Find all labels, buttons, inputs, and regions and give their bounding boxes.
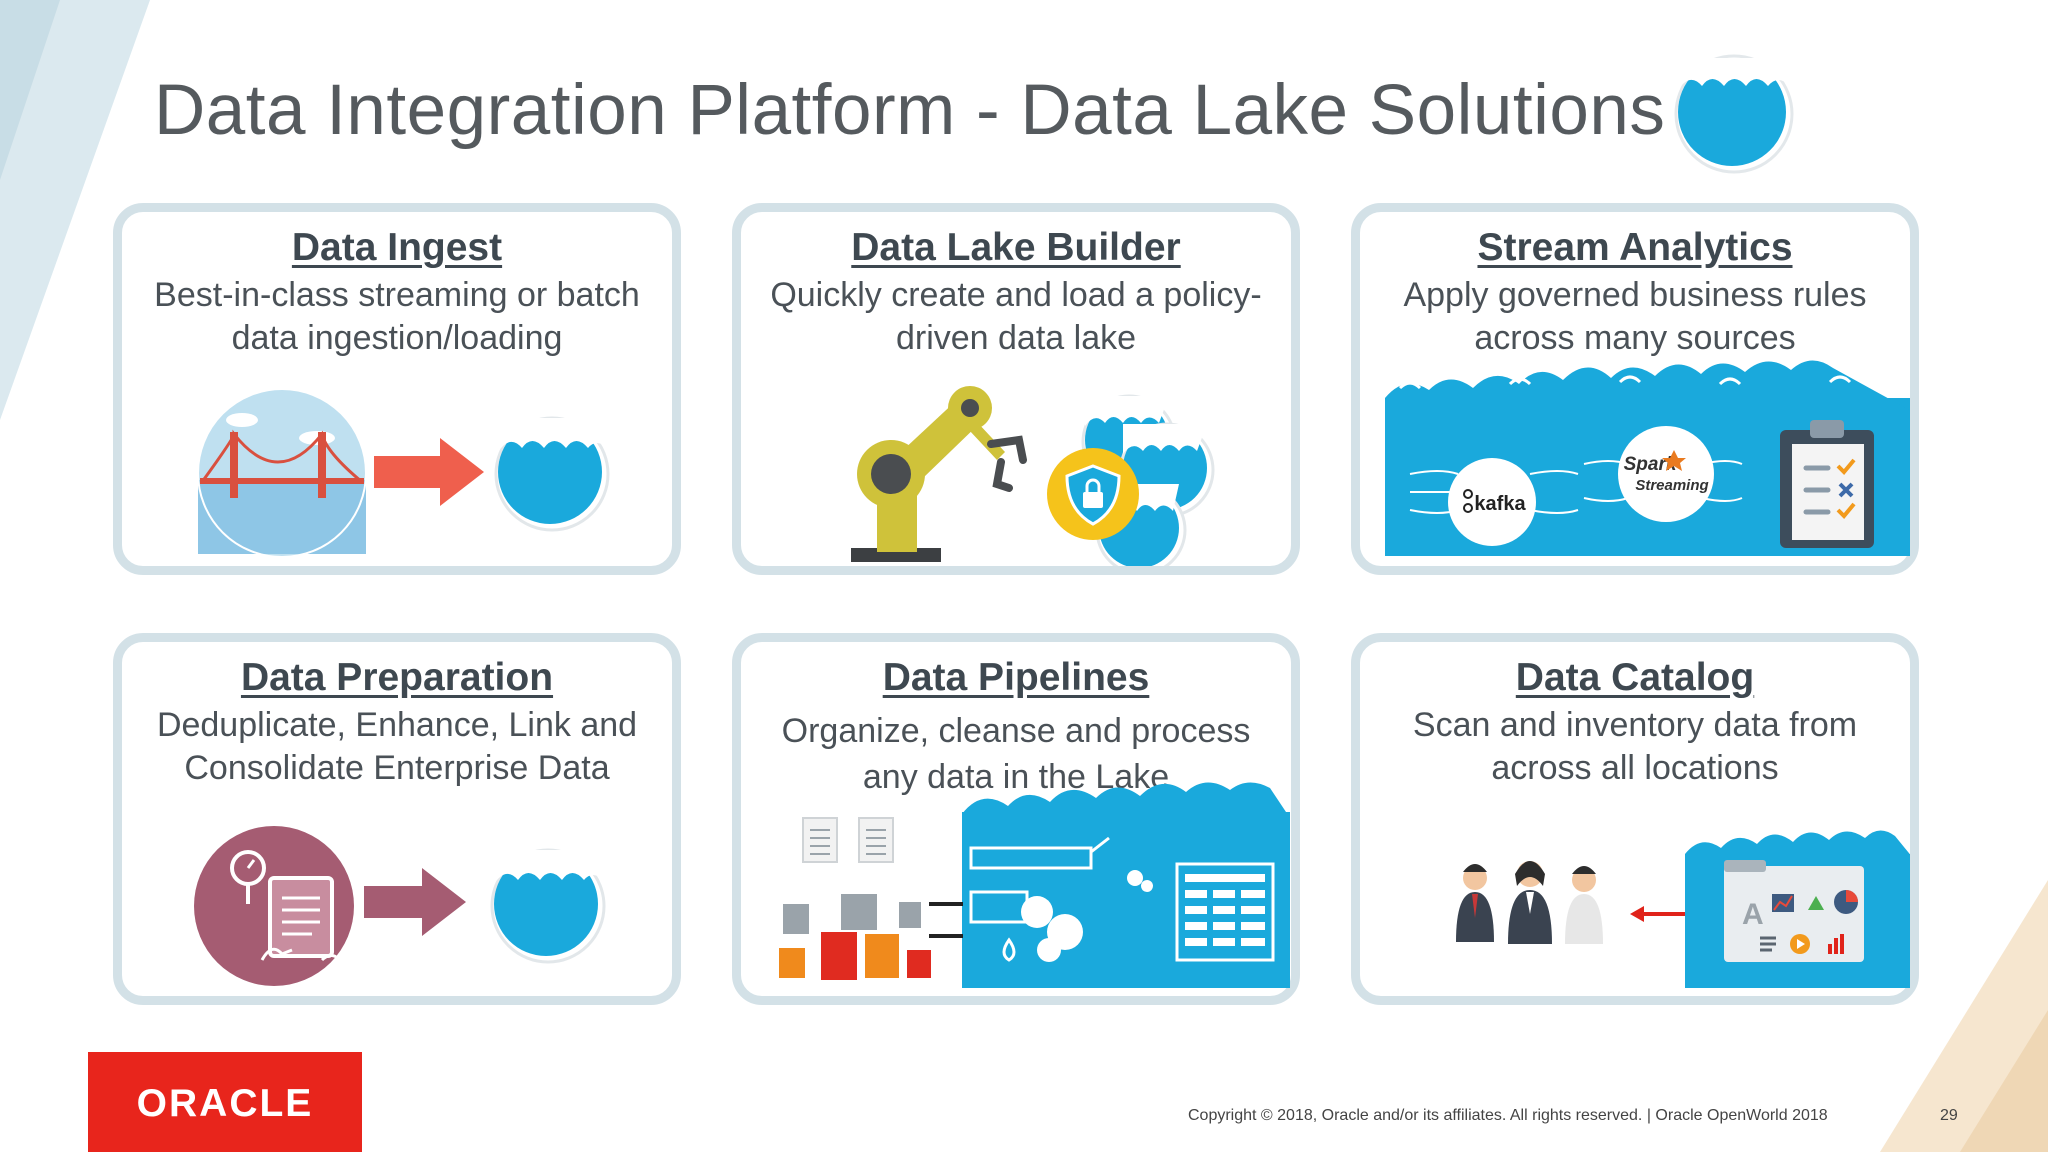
card-title: Data Preparation xyxy=(240,656,554,699)
card-description-line: Quickly create and load a policy- xyxy=(770,276,1262,314)
database-icon xyxy=(779,894,931,980)
card-description-line: Apply governed business rules xyxy=(1403,276,1867,314)
arrow-icon xyxy=(374,438,484,506)
card-title: Data Lake Builder xyxy=(851,226,1181,269)
stream-analytics-illustration: kafka Spark Streaming xyxy=(1385,360,1910,556)
card-data-catalog: Data Catalog Scan and inventory data fro… xyxy=(1351,633,1919,1005)
shield-lock-icon xyxy=(1047,448,1139,540)
card-description-line: Best-in-class streaming or batch xyxy=(154,276,640,314)
card-title: Data Catalog xyxy=(1515,656,1755,699)
people-icon xyxy=(1456,861,1603,944)
svg-text:A: A xyxy=(1742,898,1764,931)
card-description-line: across all locations xyxy=(1491,749,1779,787)
lake-icon xyxy=(494,416,610,532)
catalog-illustration: A xyxy=(1456,830,1910,988)
card-description: Apply governed business rules across man… xyxy=(1374,274,1896,360)
clipboard-checklist-icon xyxy=(1780,420,1874,548)
spark-streaming-badge: Spark Streaming xyxy=(1618,426,1714,522)
card-data-preparation: Data Preparation Deduplicate, Enhance, L… xyxy=(113,633,681,1005)
card-data-pipelines: Data Pipelines Organize, cleanse and pro… xyxy=(732,633,1300,1005)
oracle-logo: ORACLE xyxy=(88,1052,362,1152)
page-number: 29 xyxy=(1940,1107,1958,1124)
lake-icon xyxy=(490,848,606,964)
card-description-line: Organize, cleanse and process xyxy=(781,712,1251,750)
kafka-badge: kafka xyxy=(1448,458,1536,546)
card-description-line: Deduplicate, Enhance, Link and xyxy=(156,706,638,744)
arrow-icon xyxy=(364,868,466,936)
card-description: Deduplicate, Enhance, Link and Consolida… xyxy=(136,704,658,790)
lake-builder-illustration xyxy=(851,386,1215,566)
card-title: Data Ingest xyxy=(291,226,503,269)
card-description-line: across many sources xyxy=(1474,319,1796,357)
ingest-illustration xyxy=(197,388,610,558)
spark-streaming-label: Streaming xyxy=(1635,477,1708,494)
card-description-line: Consolidate Enterprise Data xyxy=(184,749,610,787)
pipelines-illustration xyxy=(779,782,1290,988)
card-description-line: data ingestion/loading xyxy=(231,319,563,357)
catalog-folder-icon: A xyxy=(1724,860,1864,962)
oracle-logo-text: ORACLE xyxy=(136,1082,314,1125)
document-icon xyxy=(858,817,894,863)
card-description: Organize, cleanse and process any data i… xyxy=(755,708,1277,800)
lake-icon xyxy=(1674,54,1794,174)
robot-arm-icon xyxy=(851,386,1027,562)
table-icon xyxy=(1175,862,1275,962)
card-title: Stream Analytics xyxy=(1477,226,1793,269)
slide-title: Data Integration Platform - Data Lake So… xyxy=(154,71,1666,150)
card-description: Scan and inventory data from across all … xyxy=(1374,704,1896,790)
card-description-line: Scan and inventory data from xyxy=(1412,706,1858,744)
copyright-text: Copyright © 2018, Oracle and/or its affi… xyxy=(1188,1107,1828,1124)
card-description: Best-in-class streaming or batch data in… xyxy=(136,274,658,360)
card-data-lake-builder: Data Lake Builder Quickly create and loa… xyxy=(732,203,1300,575)
preparation-illustration xyxy=(194,826,606,986)
card-description: Quickly create and load a policy- driven… xyxy=(755,274,1277,360)
card-stream-analytics: Stream Analytics Apply governed business… xyxy=(1351,203,1919,575)
card-title: Data Pipelines xyxy=(882,656,1150,699)
document-icon xyxy=(802,817,838,863)
prep-tablet-icon xyxy=(194,826,354,986)
card-description-line: driven data lake xyxy=(895,319,1137,357)
card-data-ingest: Data Ingest Best-in-class streaming or b… xyxy=(113,203,681,575)
bridge-icon xyxy=(197,388,367,558)
kafka-label: kafka xyxy=(1474,493,1526,515)
gears-icon xyxy=(1021,870,1153,962)
